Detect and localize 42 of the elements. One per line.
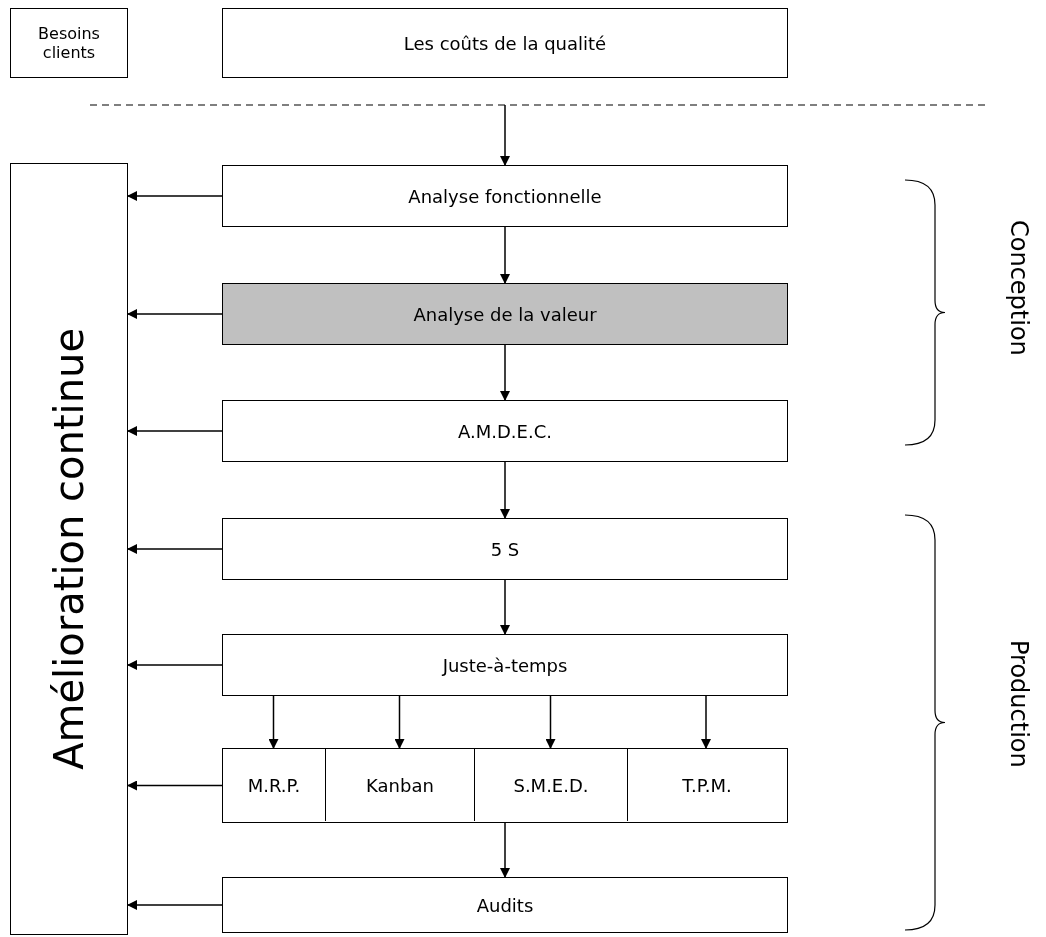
process-box (10, 8, 128, 78)
process-box (222, 400, 788, 462)
arrow (127, 660, 223, 670)
box-text: Juste-à-temps (442, 654, 568, 676)
arrow (500, 344, 510, 401)
cell-text: S.M.E.D. (513, 774, 589, 796)
arrow (127, 191, 223, 201)
process-box (222, 283, 788, 345)
cell-text: Kanban (366, 774, 434, 796)
section-label: Conception (1005, 220, 1033, 356)
arrow (127, 780, 223, 791)
arrow (545, 695, 556, 749)
process-box (222, 518, 788, 580)
box-text: Besoins clients (37, 24, 101, 62)
arrow (268, 695, 279, 749)
arrow (701, 695, 711, 749)
box-text: 5 S (490, 538, 520, 560)
box-text: Analyse de la valeur (413, 303, 597, 325)
section-label: Production (1005, 640, 1033, 768)
box-text: Amélioration continue (46, 328, 92, 770)
cell-text: T.P.M. (682, 774, 732, 796)
arrow (394, 695, 405, 749)
arrow (127, 900, 223, 910)
box-text: Audits (476, 894, 534, 916)
process-box (222, 877, 788, 933)
arrow (500, 579, 510, 635)
arrow (127, 544, 223, 554)
table-row-frame (222, 748, 788, 823)
arrow (500, 461, 510, 519)
process-box (222, 8, 788, 78)
arrow (500, 104, 510, 166)
box-text: A.M.D.E.C. (458, 420, 552, 442)
box-text: Analyse fonctionnelle (408, 185, 602, 207)
arrow (127, 309, 223, 319)
process-box (222, 165, 788, 227)
arrow (500, 822, 510, 878)
arrow (127, 426, 223, 436)
cell-text: M.R.P. (247, 774, 301, 796)
process-box (222, 634, 788, 696)
box-text: Les coûts de la qualité (403, 32, 607, 54)
vertical-label-box (10, 163, 128, 935)
arrow (500, 226, 510, 284)
